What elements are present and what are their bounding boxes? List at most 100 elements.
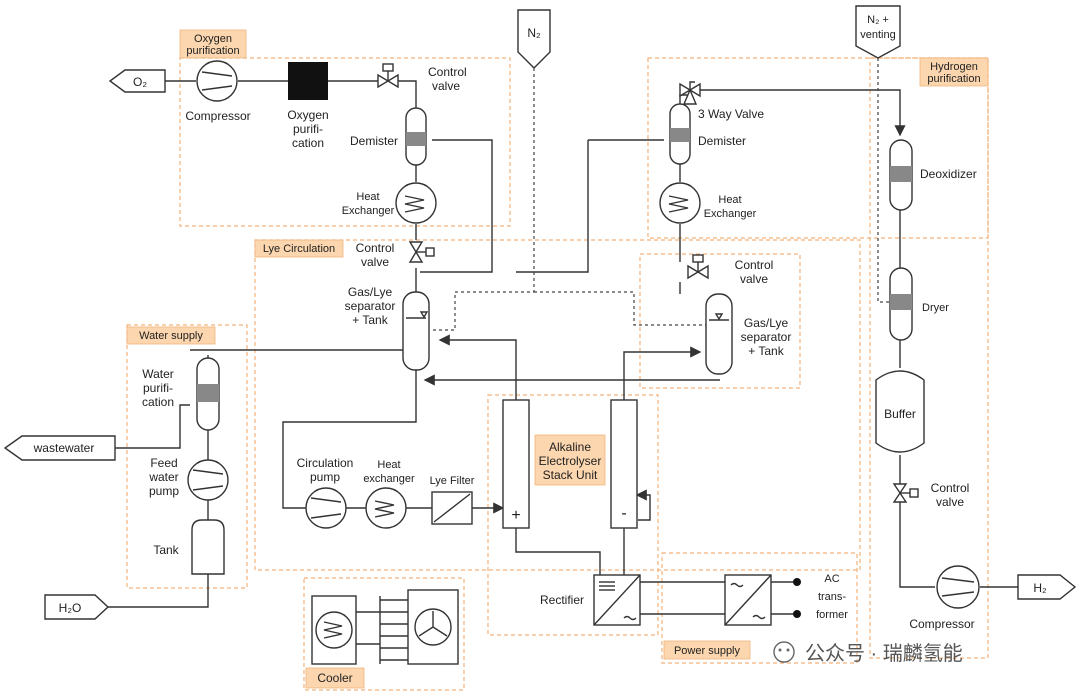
cooler-zone: [303, 577, 465, 691]
svg-text:Gas/Lye: Gas/Lye: [744, 316, 789, 330]
watermark: 公众号 · 瑞麟氢能: [773, 641, 963, 665]
svg-text:Gas/Lye: Gas/Lye: [348, 285, 393, 299]
heat-exchanger-h2: [659, 182, 701, 224]
svg-text:valve: valve: [936, 495, 964, 509]
stack-unit-tag: Alkaline Electrolyser Stack Unit: [534, 434, 606, 486]
svg-text:pump: pump: [310, 470, 340, 484]
svg-text:Water supply: Water supply: [139, 330, 203, 342]
deoxidizer: [889, 139, 913, 211]
svg-text:Exchanger: Exchanger: [704, 208, 757, 220]
svg-text:separator: separator: [741, 330, 792, 344]
svg-text:cation: cation: [292, 136, 324, 150]
heat-exchanger-lye-label: Heat exchanger: [363, 459, 415, 485]
ac-transformer-label: AC trans- former: [816, 573, 848, 621]
cooler-tag: Cooler: [305, 667, 365, 689]
svg-text:-: -: [621, 505, 626, 522]
svg-text:purifi-: purifi-: [143, 381, 173, 395]
svg-text:AC: AC: [824, 573, 839, 585]
n2-purge-lines: [430, 58, 893, 331]
control-valve-h2-label: Control valve: [735, 258, 774, 286]
svg-text:Oxygen: Oxygen: [194, 33, 232, 45]
svg-text:Lye Circulation: Lye Circulation: [263, 243, 335, 255]
n2-venting-inlet: N₂ + venting: [855, 5, 901, 59]
svg-text:Water: Water: [142, 367, 174, 381]
cooler-heat-exchanger: [311, 595, 357, 665]
demister-h2-label: Demister: [698, 134, 746, 148]
demister-o2: [405, 107, 427, 166]
separator-o2-label: Gas/Lye separator + Tank: [345, 285, 396, 327]
feed-water-pump-label: Feed water pump: [148, 456, 179, 498]
svg-text:pump: pump: [149, 484, 179, 498]
buffer-tank: [875, 370, 925, 453]
n2-inlet: N₂: [517, 9, 551, 69]
control-valve-h2-out: [892, 483, 919, 503]
lye-circulation-zone: [254, 239, 861, 571]
water-purification-label: Water purifi- cation: [142, 367, 174, 409]
circulation-pump: [305, 487, 347, 529]
compressor-o2-label: Compressor: [185, 109, 250, 123]
svg-text:valve: valve: [361, 255, 389, 269]
lye-filter: [431, 491, 473, 525]
separator-o2: [402, 291, 430, 371]
compressor-h2: [936, 565, 980, 609]
svg-text:separator: separator: [345, 299, 396, 313]
svg-text:valve: valve: [740, 272, 768, 286]
demister-h2: [669, 103, 691, 165]
o2-outlet: O₂: [108, 69, 166, 93]
hydrogen-purification-tag: Hydrogen purification: [919, 57, 989, 87]
svg-text:Exchanger: Exchanger: [342, 205, 395, 217]
buffer-label: Buffer: [884, 407, 916, 421]
circulation-pump-label: Circulation pump: [297, 456, 354, 484]
demister-o2-label: Demister: [350, 134, 398, 148]
hydrogen-purification-zone: [869, 57, 989, 659]
svg-text:cation: cation: [142, 395, 174, 409]
svg-text:water: water: [148, 470, 178, 484]
lye-circulation-tag: Lye Circulation: [254, 239, 344, 258]
svg-text:Heat: Heat: [718, 194, 741, 206]
hydrogen-purification-zone-upper: [647, 57, 989, 239]
control-valve-o2: [377, 63, 399, 89]
heat-exchanger-h2-label: Heat Exchanger: [704, 194, 757, 220]
svg-text:Alkaline: Alkaline: [549, 440, 591, 454]
svg-text:former: former: [816, 609, 848, 621]
dryer-label: Dryer: [922, 302, 949, 314]
svg-text:Feed: Feed: [150, 456, 177, 470]
svg-text:+ Tank: + Tank: [748, 344, 784, 358]
svg-text:exchanger: exchanger: [363, 473, 415, 485]
control-valve-lye: [408, 241, 435, 263]
heat-exchanger-o2-label: Heat Exchanger: [342, 191, 395, 217]
dryer: [889, 267, 913, 341]
svg-text:Circulation: Circulation: [297, 456, 354, 470]
oxygen-purification-label: Oxygen purifi- cation: [287, 108, 328, 150]
feed-water-pump: [187, 459, 229, 501]
power-supply-tag: Power supply: [663, 640, 751, 660]
separator-h2-label: Gas/Lye separator + Tank: [741, 316, 792, 358]
cooler-fan: [407, 589, 459, 665]
svg-text:valve: valve: [432, 79, 460, 93]
control-valve-o2-label: Control valve: [428, 65, 467, 93]
rectifier: [593, 574, 641, 626]
svg-text:purifi-: purifi-: [293, 122, 323, 136]
control-valve-h2: [687, 254, 709, 280]
three-way-valve-label: 3 Way Valve: [698, 107, 764, 121]
h2o-inlet: H₂O: [44, 594, 110, 620]
water-supply-zone: [126, 324, 248, 589]
svg-text:Electrolyser: Electrolyser: [539, 454, 602, 468]
svg-text:Control: Control: [735, 258, 774, 272]
svg-text:purification: purification: [186, 45, 239, 57]
compressor-o2: [196, 60, 238, 102]
deoxidizer-label: Deoxidizer: [920, 167, 977, 181]
compressor-h2-label: Compressor: [909, 617, 974, 631]
svg-text:Oxygen: Oxygen: [287, 108, 328, 122]
stack-unit-zone: [487, 394, 659, 636]
svg-text:Control: Control: [356, 241, 395, 255]
control-valve-lye-label: Control valve: [356, 241, 395, 269]
svg-text:Power supply: Power supply: [674, 645, 741, 657]
svg-text:Cooler: Cooler: [317, 671, 352, 685]
stack-anode-cell: +: [502, 399, 530, 529]
svg-text:Hydrogen: Hydrogen: [930, 61, 978, 73]
oxygen-purification-unit: [288, 62, 328, 100]
h2-outlet: H₂: [1017, 574, 1077, 600]
svg-text:N₂ +: N₂ +: [867, 14, 889, 26]
separator-h2: [705, 293, 733, 375]
